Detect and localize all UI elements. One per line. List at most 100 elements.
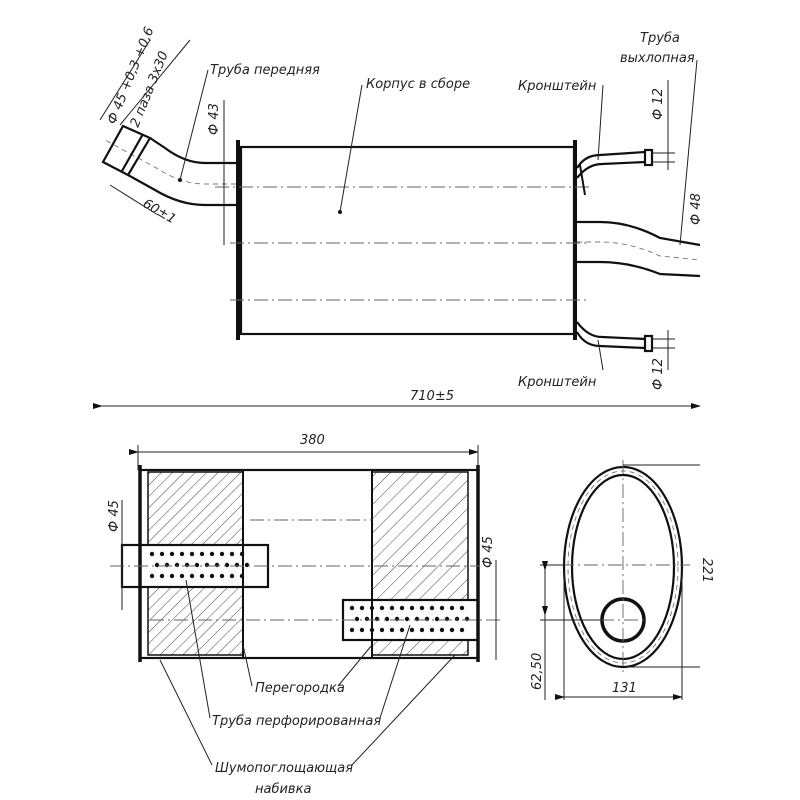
perforation-hole	[399, 605, 405, 611]
perforation-hole	[159, 573, 165, 579]
dim-width-131: 131	[612, 681, 637, 696]
exhaust-pipe-label-1: Труба	[640, 31, 680, 46]
dim-left-diameter: Ф 45	[107, 500, 122, 532]
perforation-hole	[199, 551, 205, 557]
absorber-right-top	[371, 471, 469, 601]
dim-bracket-bottom: Ф 12	[651, 358, 666, 390]
perforation-hole	[219, 551, 225, 557]
perforation-hole	[244, 562, 250, 568]
perforation-hole	[224, 562, 230, 568]
perforation-hole	[404, 616, 410, 622]
dim-offset: 62,50	[530, 653, 545, 690]
perforation-hole	[459, 605, 465, 611]
dim-slot-length: 60±1	[140, 196, 178, 227]
perforation-hole	[429, 605, 435, 611]
section-view: 380 Ф 45 Ф 45 Перегородка Труба перфорир…	[107, 433, 500, 797]
perforation-hole	[149, 551, 155, 557]
perforation-hole	[179, 573, 185, 579]
perforation-hole	[354, 616, 360, 622]
dim-height-221: 221	[699, 558, 714, 583]
perforation-hole	[394, 616, 400, 622]
perforation-hole	[359, 605, 365, 611]
perforation-hole	[209, 573, 215, 579]
perforation-hole	[369, 627, 375, 633]
perforation-hole	[379, 605, 385, 611]
perforation-hole	[419, 627, 425, 633]
perforation-hole	[184, 562, 190, 568]
perforation-hole	[439, 627, 445, 633]
perforation-hole	[459, 627, 465, 633]
perforation-hole	[389, 605, 395, 611]
perforation-hole	[204, 562, 210, 568]
bracket-bottom-label: Кронштейн	[518, 375, 597, 390]
perforation-hole	[214, 562, 220, 568]
absorber-label-2: набивка	[255, 782, 311, 797]
perforation-hole	[174, 562, 180, 568]
perforation-hole	[149, 573, 155, 579]
perforation-hole	[384, 616, 390, 622]
perforation-hole	[179, 551, 185, 557]
perforation-hole	[399, 627, 405, 633]
dim-pipe-diameter: Ф 43	[207, 103, 222, 135]
exhaust-pipe-label-2: выхлопная	[620, 51, 695, 66]
perforation-hole	[434, 616, 440, 622]
perforation-hole	[189, 573, 195, 579]
perforation-hole	[424, 616, 430, 622]
perforation-hole	[419, 605, 425, 611]
absorber-label-1: Шумопоглощающая	[215, 761, 353, 776]
dim-right-diameter: Ф 45	[481, 536, 496, 568]
perforation-hole	[189, 551, 195, 557]
exhaust-pipe	[577, 220, 701, 278]
dim-total-length: 710±5	[410, 389, 454, 404]
perforation-hole	[464, 616, 470, 622]
end-view: 221 62,50 131	[530, 460, 714, 700]
perforation-hole	[454, 616, 460, 622]
perforation-hole	[209, 551, 215, 557]
perforation-hole	[414, 616, 420, 622]
perforation-hole	[429, 627, 435, 633]
perforation-hole	[349, 627, 355, 633]
muffler-body	[239, 145, 576, 336]
perforation-hole	[374, 616, 380, 622]
perforation-hole	[239, 551, 245, 557]
perforation-hole	[229, 573, 235, 579]
partition-label: Перегородка	[255, 681, 345, 696]
perforation-hole	[234, 562, 240, 568]
body-label: Корпус в сборе	[366, 77, 470, 92]
perforation-hole	[409, 605, 415, 611]
bracket-top	[576, 148, 675, 196]
bracket-top-label: Кронштейн	[518, 79, 597, 94]
perforation-hole	[154, 562, 160, 568]
perforation-hole	[349, 605, 355, 611]
bracket-bottom	[576, 321, 675, 353]
perforation-hole	[364, 616, 370, 622]
perforated-pipe-label: Труба перфорированная	[212, 714, 381, 729]
perforation-hole	[389, 627, 395, 633]
perforation-hole	[379, 627, 385, 633]
perforation-hole	[169, 573, 175, 579]
perforation-hole	[199, 573, 205, 579]
perforation-hole	[219, 573, 225, 579]
perforation-hole	[369, 605, 375, 611]
perforation-hole	[444, 616, 450, 622]
perforation-hole	[439, 605, 445, 611]
perforation-hole	[449, 627, 455, 633]
dim-length-380: 380	[300, 433, 325, 448]
perforation-hole	[169, 551, 175, 557]
absorber-left-top	[147, 471, 244, 546]
front-pipe-label: Труба передняя	[210, 63, 320, 78]
perforation-hole	[449, 605, 455, 611]
absorber-right-bottom	[371, 639, 469, 656]
top-view: Труба передняя Корпус в сборе Кронштейн …	[93, 25, 704, 409]
absorber-left-bottom	[147, 586, 244, 656]
perforation-hole	[229, 551, 235, 557]
perforation-hole	[164, 562, 170, 568]
dim-bracket-top: Ф 12	[651, 88, 666, 120]
perforation-hole	[159, 551, 165, 557]
perforation-hole	[239, 573, 245, 579]
perforation-hole	[409, 627, 415, 633]
perforation-hole	[194, 562, 200, 568]
dim-exhaust: Ф 48	[689, 193, 704, 225]
